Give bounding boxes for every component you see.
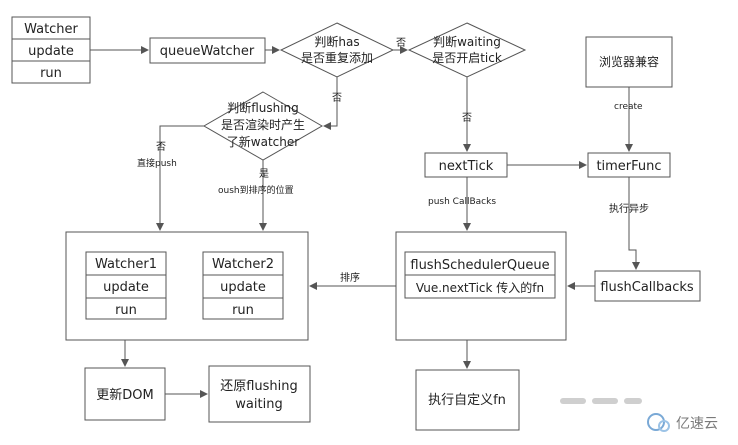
check-has-line2: 是否重复添加 xyxy=(301,51,373,65)
label-push-callbacks: push CallBacks xyxy=(428,197,496,207)
check-has-diamond: 判断has 是否重复添加 xyxy=(279,22,395,78)
watcher2-run: run xyxy=(232,303,254,318)
exec-custom-fn-label: 执行自定义fn xyxy=(428,393,506,408)
timer-func-label: timerFunc xyxy=(596,159,661,174)
vue-next-tick-fn-label: Vue.nextTick 传入的fn xyxy=(416,280,544,295)
restore-line1: 还原flushing xyxy=(220,379,298,394)
next-tick-box: nextTick xyxy=(424,152,508,178)
update-dom-box: 更新DOM xyxy=(84,367,166,421)
browser-compat-box: 浏览器兼容 xyxy=(585,36,673,88)
watcher-class-run: run xyxy=(40,66,62,81)
watcher2-title: Watcher2 xyxy=(212,257,274,272)
timer-func-box: timerFunc xyxy=(587,152,671,178)
arrow-has-to-flushing xyxy=(323,77,338,130)
browser-compat-label: 浏览器兼容 xyxy=(599,54,659,69)
arrow-flushing-direct-push xyxy=(156,125,204,231)
label-push-sorted: oush到排序的位置 xyxy=(218,184,294,196)
flush-callbacks-box: flushCallbacks xyxy=(594,270,701,302)
watcher2-update: update xyxy=(220,280,266,295)
check-waiting-line2: 是否开启tick xyxy=(432,51,502,65)
label-no-waiting: 否 xyxy=(332,92,342,104)
edge-labels: 否 否 否 否 直接push 是 oush到排序的位置 create push … xyxy=(137,37,649,284)
label-create: create xyxy=(614,102,643,112)
label-yes-flushing: 是 xyxy=(259,168,269,180)
check-flushing-diamond: 判断flushing 是否渲染时产生 了新watcher xyxy=(202,91,324,161)
queue-watcher-box: queueWatcher xyxy=(149,37,266,64)
exec-custom-fn-box: 执行自定义fn xyxy=(415,369,520,431)
watcher2-box: Watcher2 update run xyxy=(202,251,284,320)
arrow-timerfunc-to-callbacks xyxy=(628,177,640,270)
flush-callbacks-label: flushCallbacks xyxy=(600,280,694,295)
check-waiting-diamond: 判断waiting 是否开启tick xyxy=(407,22,527,78)
watermark: 亿速云 xyxy=(647,413,718,432)
label-sort: 排序 xyxy=(340,271,360,284)
label-no-flushing: 否 xyxy=(156,141,166,153)
watcher-class-box: Watcher update run xyxy=(11,16,91,84)
connectors xyxy=(90,46,640,398)
restore-line2: waiting xyxy=(235,397,282,412)
blurred-text-marks xyxy=(560,398,642,404)
check-flushing-line2: 是否渲染时产生 xyxy=(221,117,305,132)
check-flushing-line3: 了新watcher xyxy=(227,134,299,149)
label-exec-async: 执行异步 xyxy=(609,202,649,215)
check-flushing-line1: 判断flushing xyxy=(227,100,299,115)
check-waiting-line1: 判断waiting xyxy=(433,34,501,49)
flush-stack-box: flushSchedulerQueue Vue.nextTick 传入的fn xyxy=(404,251,556,299)
next-tick-label: nextTick xyxy=(439,159,494,174)
label-no-waiting-to-tick: 否 xyxy=(462,112,472,124)
watcher1-update: update xyxy=(103,280,149,295)
watcher-class-update: update xyxy=(28,44,74,59)
queue-watcher-label: queueWatcher xyxy=(160,44,255,59)
label-direct-push: 直接push xyxy=(137,157,177,169)
flush-scheduler-queue-label: flushSchedulerQueue xyxy=(410,258,549,273)
watcher1-run: run xyxy=(115,303,137,318)
restore-box: 还原flushing waiting xyxy=(208,365,311,423)
watermark-text: 亿速云 xyxy=(676,416,718,432)
watcher-class-title: Watcher xyxy=(24,22,78,37)
watcher1-title: Watcher1 xyxy=(95,257,157,272)
watermark-logo-icon xyxy=(647,413,670,432)
label-no-has: 否 xyxy=(396,37,406,49)
check-has-line1: 判断has xyxy=(314,34,359,49)
watcher1-box: Watcher1 update run xyxy=(85,251,167,320)
update-dom-label: 更新DOM xyxy=(96,387,153,403)
